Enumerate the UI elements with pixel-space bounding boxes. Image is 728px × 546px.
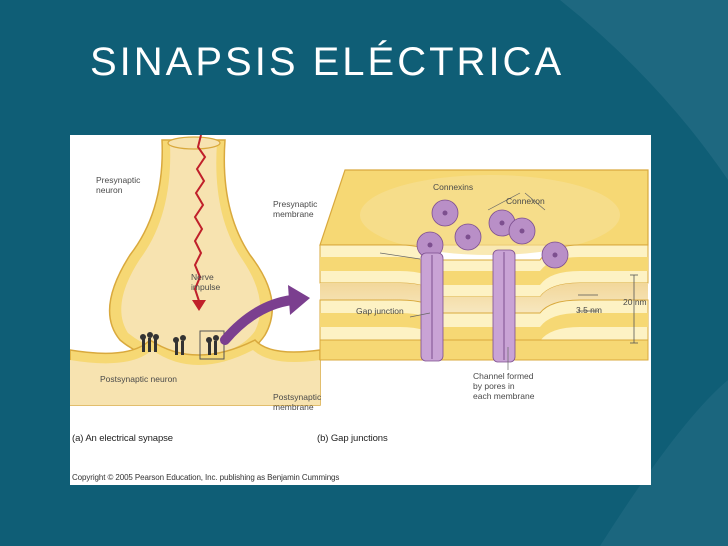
label-total-width: 20 nm <box>623 297 647 307</box>
gap-space <box>320 283 648 313</box>
label-presynaptic-neuron-line-1: Presynaptic <box>96 175 141 185</box>
channel-pores <box>431 252 505 360</box>
label-presynaptic-membrane-line-1: Presynaptic <box>273 199 318 209</box>
label-presynaptic-membrane: Presynaptic membrane <box>273 199 317 219</box>
label-presynaptic-membrane-line-2: membrane <box>273 209 314 219</box>
label-gap-width: 3.5 nm <box>576 305 602 315</box>
label-nerve-impulse: Nerve impulse <box>191 272 220 292</box>
copyright-notice: Copyright © 2005 Pearson Education, Inc.… <box>72 473 340 482</box>
label-presynaptic-neuron-line-2: neuron <box>96 185 123 195</box>
panel-a-illustration <box>70 135 321 406</box>
label-channel: Channel formed by pores in each membrane <box>473 371 534 401</box>
slide-title: SINAPSIS ELÉCTRICA <box>90 40 565 84</box>
label-postsynaptic-membrane-line-2: membrane <box>273 402 314 412</box>
panel-b-illustration <box>319 169 649 370</box>
label-nerve-impulse-line-2: impulse <box>191 282 221 292</box>
zoom-box <box>199 330 225 360</box>
label-nerve-impulse-line-1: Nerve <box>191 272 214 282</box>
label-postsynaptic-neuron: Postsynaptic neuron <box>100 374 178 384</box>
label-channel-line-1: Channel formed <box>473 371 534 381</box>
postsynaptic-cytoplasm <box>70 350 320 405</box>
axon-top <box>167 136 221 150</box>
presynaptic-membrane-band <box>320 257 648 285</box>
label-gap-junction: Gap junction <box>356 306 404 316</box>
nerve-impulse-arrow <box>193 135 207 302</box>
synapse-diagram <box>70 135 649 406</box>
label-leaders <box>379 192 546 370</box>
label-postsynaptic-membrane-line-1: Postsynaptic <box>273 392 322 402</box>
zoom-arrow <box>220 295 297 345</box>
zoom-arrowhead <box>288 285 310 315</box>
gap-junction-clusters-a <box>140 332 219 355</box>
connexon-rosette-centers <box>427 210 558 258</box>
caption-panel-b: (b) Gap junctions <box>317 433 388 444</box>
label-channel-line-3: each membrane <box>473 391 535 401</box>
postsynaptic-membrane-base <box>319 339 649 361</box>
presynaptic-neuron-inner <box>121 143 261 355</box>
label-connexins: Connexins <box>433 182 474 192</box>
caption-panel-a: (a) An electrical synapse <box>72 433 173 444</box>
dimension-marks <box>578 274 638 344</box>
nerve-impulse-arrowhead <box>192 300 206 311</box>
label-connexon: Connexon <box>506 196 545 206</box>
label-postsynaptic-membrane: Postsynaptic membrane <box>273 392 321 412</box>
figure-panel: Presynaptic neuron Nerve impulse Postsyn… <box>70 135 651 485</box>
label-channel-line-2: by pores in <box>473 381 515 391</box>
membrane-top-depression <box>360 175 620 255</box>
postsynaptic-membrane-band <box>320 313 648 341</box>
label-presynaptic-neuron: Presynaptic neuron <box>96 175 140 195</box>
